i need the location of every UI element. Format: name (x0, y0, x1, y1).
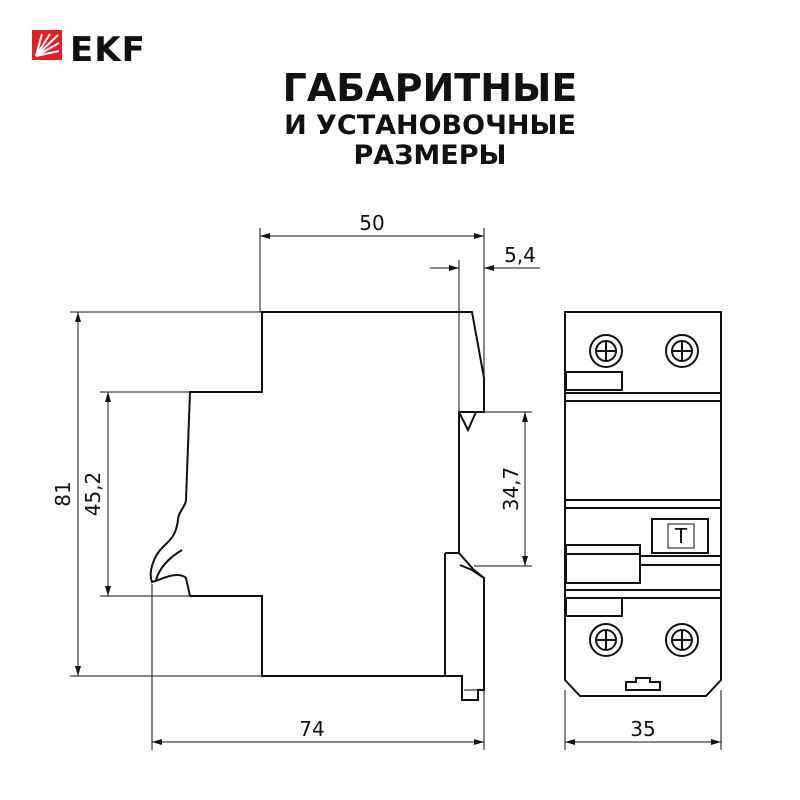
front-view: T (564, 311, 722, 697)
rating-plate-top (565, 371, 623, 391)
dim-total-height: 81 (51, 311, 262, 677)
terminal-screw-icon (665, 334, 699, 368)
dim-label-face-height: 45,2 (81, 472, 105, 517)
dim-top-width: 50 (259, 211, 485, 378)
dim-rail-height: 34,7 (474, 411, 532, 567)
rail-hook-upper (458, 411, 477, 433)
dim-face-height: 45,2 (81, 391, 190, 597)
terminal-screw-icon (665, 623, 699, 657)
title-line-1: ГАБАРИТНЫЕ (282, 66, 578, 110)
terminal-screw-icon (589, 334, 623, 368)
terminal-screw-icon (589, 623, 623, 657)
din-clip-slot (625, 677, 661, 691)
dim-total-depth: 74 (151, 584, 485, 750)
side-view (149, 311, 485, 701)
front-view-outline (564, 311, 722, 697)
toggle-lever (565, 544, 641, 584)
dim-label-top-width: 50 (359, 211, 384, 235)
dim-front-width: 35 (564, 690, 722, 750)
dim-label-rail-gap: 5,4 (504, 243, 536, 267)
ekf-logo (32, 30, 62, 60)
title-line-2: И УСТАНОВОЧНЫЕ (284, 110, 576, 141)
dim-label-total-depth: 74 (299, 717, 324, 741)
side-view-outline (149, 311, 485, 701)
title-line-3: РАЗМЕРЫ (353, 140, 507, 171)
rail-clip-spring (459, 564, 485, 579)
dim-label-total-height: 81 (51, 481, 75, 506)
dim-rail-gap: 5,4 (430, 243, 540, 412)
test-button-label: T (674, 524, 688, 548)
lever-detail (155, 549, 183, 581)
dim-label-front-width: 35 (630, 717, 655, 741)
rail-clip-lower (444, 552, 459, 676)
brand-name: EKF (70, 30, 146, 70)
test-button (651, 518, 709, 554)
rating-plate-bottom (565, 597, 623, 617)
dim-label-rail-height: 34,7 (499, 467, 523, 512)
